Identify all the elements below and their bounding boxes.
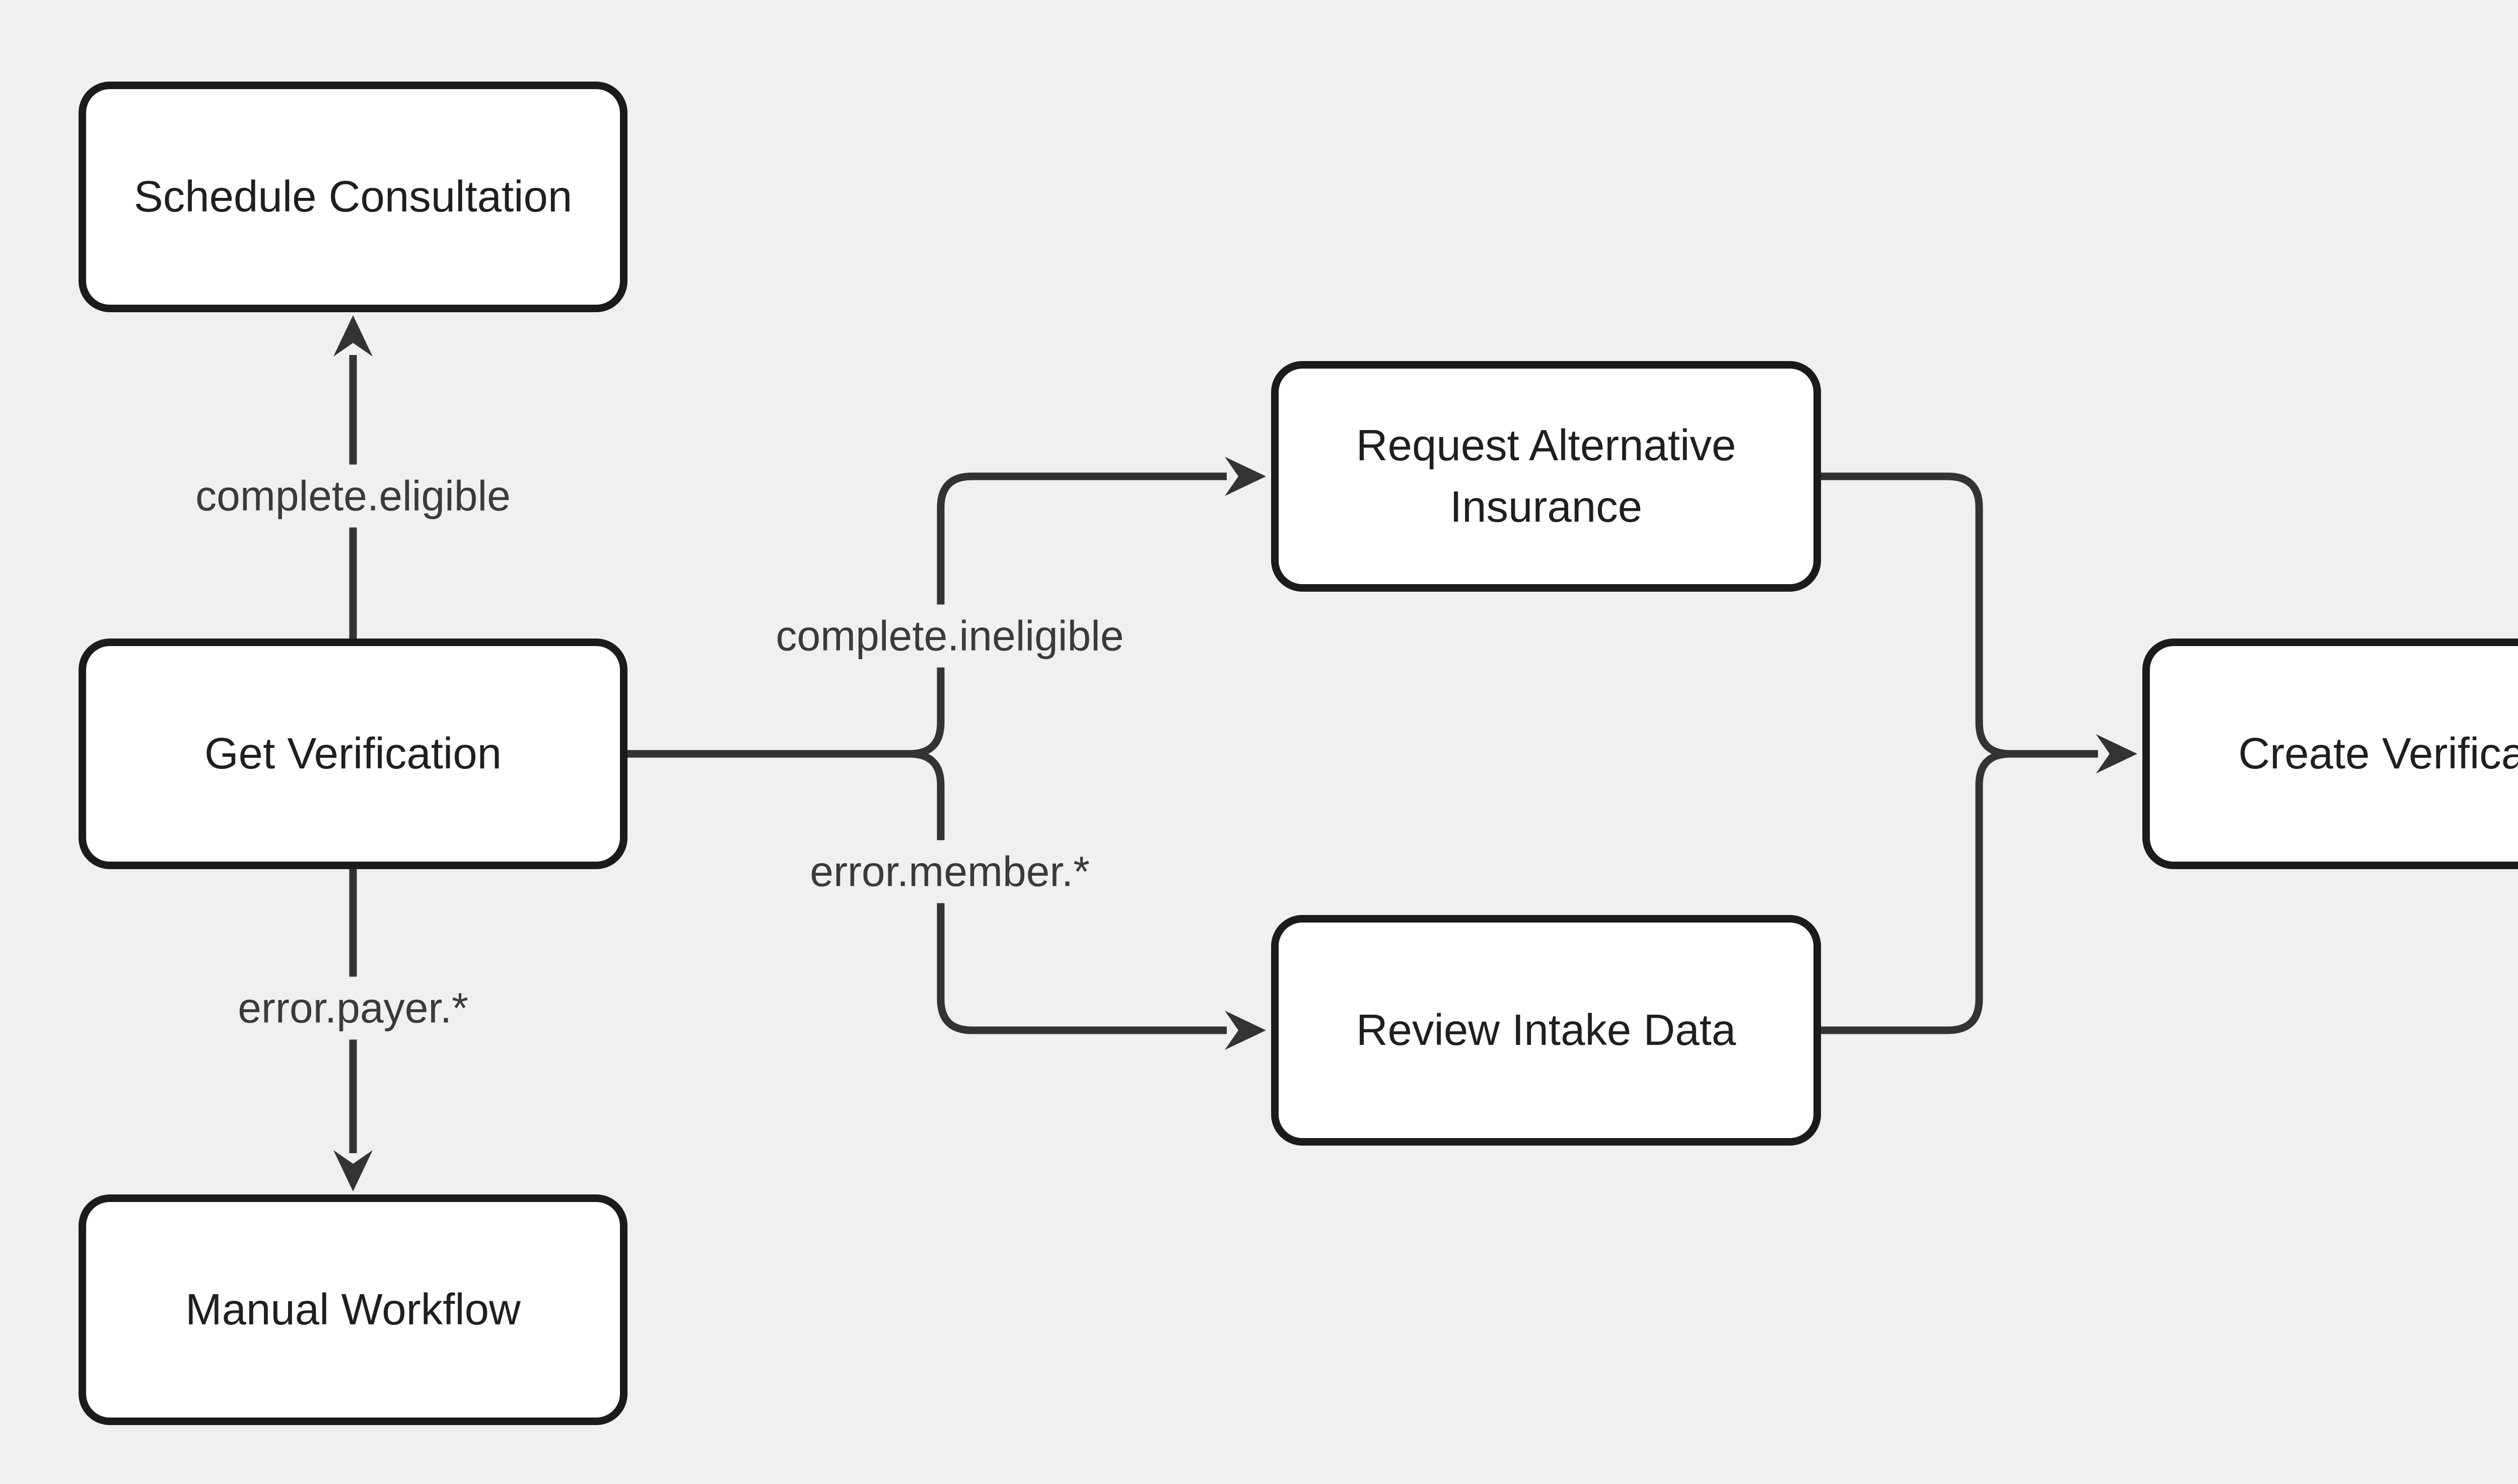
arrowhead-review-intake-data-in — [1225, 1011, 1266, 1050]
node-label: Manual Workflow — [185, 1285, 521, 1334]
arrowhead-manual-workflow — [333, 1150, 373, 1191]
node-label: Review Intake Data — [1356, 1006, 1736, 1055]
edge-label-complete-eligible: complete.eligible — [181, 464, 525, 528]
arrowhead-request-alternative-insurance — [1225, 457, 1266, 496]
node-manual-workflow: Manual Workflow — [79, 1194, 627, 1425]
node-request-alternative-insurance: Request Alternative Insurance — [1271, 361, 1821, 592]
node-label: Request Alternative Insurance — [1356, 421, 1736, 531]
node-label: Schedule Consultation — [133, 172, 573, 222]
edge-label-complete-ineligible: complete.ineligible — [761, 604, 1138, 668]
edge-review-intake-data-to-create-verification — [1821, 750, 2098, 1034]
edge-label-error-member: error.member.* — [796, 840, 1104, 903]
node-review-intake-data: Review Intake Data — [1271, 915, 1821, 1146]
node-create-verification: Create Verification — [2142, 639, 2518, 869]
arrowhead-schedule-consultation — [333, 315, 373, 357]
node-label: Get Verification — [204, 729, 502, 779]
node-schedule-consultation: Schedule Consultation — [79, 82, 627, 312]
edge-request-alternative-insurance-to-create-verification — [1821, 472, 2098, 758]
arrowhead-create-verification — [2096, 734, 2137, 773]
edge-label-error-payer: error.payer.* — [224, 976, 482, 1040]
node-get-verification: Get Verification — [79, 639, 627, 869]
node-label: Create Verification — [2238, 729, 2518, 779]
